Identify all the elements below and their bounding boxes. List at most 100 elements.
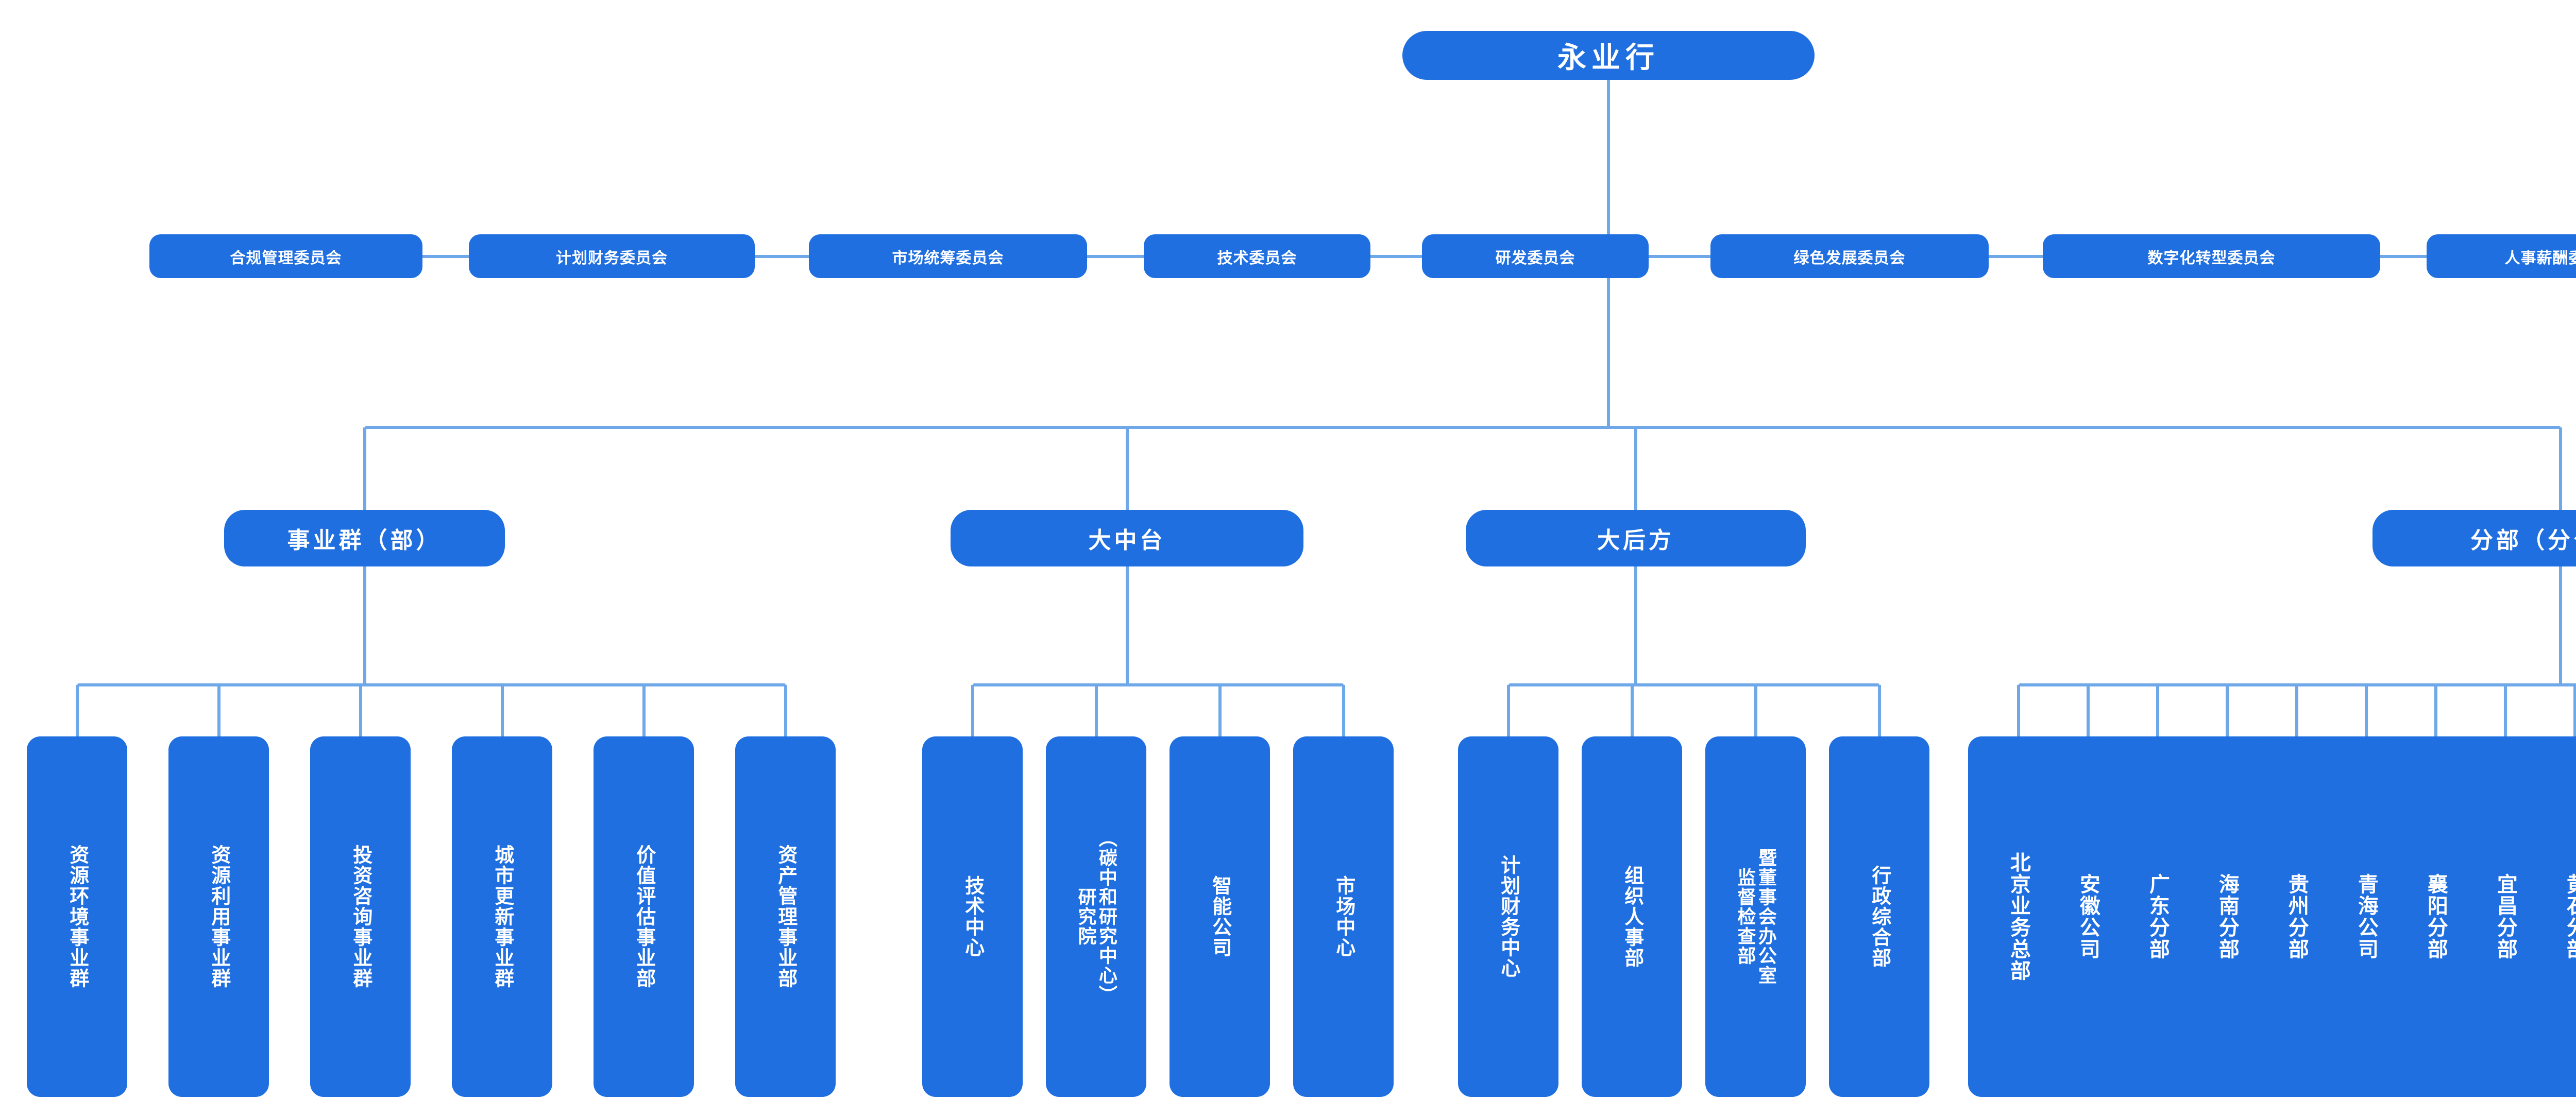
leaf-2-1[interactable]: 技术中心 [922,736,1023,1097]
leaf-bus-1 [77,683,786,686]
leaf-label: 资源利用事业群 [208,845,230,989]
leaf-drop-1-1 [75,685,79,736]
leaf-1-6[interactable]: 资产管理事业部 [735,736,836,1097]
leaf-drop-3-3 [1754,685,1757,736]
spine-committees-to-divisions [1607,278,1610,427]
leaf-2-4[interactable]: 市场中心 [1293,736,1394,1097]
committee-label: 人事薪酬委员会 [2504,249,2576,267]
leaf-3-2[interactable]: 组织人事部 [1582,736,1682,1097]
leaf-label: 投资咨询事业群 [349,845,371,989]
committee-3[interactable]: 市场统筹委员会 [809,234,1087,278]
leaf-drop-4-6 [2364,685,2368,736]
committee-4[interactable]: 技术委员会 [1144,234,1370,278]
division-stem-2 [1125,566,1129,685]
committee-label: 计划财务委员会 [556,249,668,267]
leaf-drop-4-5 [2295,685,2298,736]
leaf-drop-2-2 [1094,685,1098,736]
division-2[interactable]: 大中台 [951,510,1303,566]
division-1[interactable]: 事业群（部） [224,510,505,566]
leaf-1-3[interactable]: 投资咨询事业群 [310,736,411,1097]
leaf-1-5[interactable]: 价值评估事业部 [594,736,694,1097]
committee-link-3 [1087,254,1144,258]
leaf-label: 技术中心 [961,875,984,958]
root-node-label: 永业行 [1557,41,1659,74]
committee-1[interactable]: 合规管理委员会 [149,234,422,278]
leaf-drop-4-4 [2225,685,2229,736]
committee-label: 合规管理委员会 [230,249,342,267]
committee-5[interactable]: 研发委员会 [1422,234,1649,278]
leaf-label: 资源环境事业群 [66,845,88,989]
leaf-drop-4-3 [2156,685,2159,736]
committee-link-4 [1370,254,1422,258]
root-node-yongyehang[interactable]: 永业行 [1402,31,1815,80]
leaf-drop-4-7 [2434,685,2437,736]
leaf-drop-1-4 [500,685,504,736]
leaf-2-2[interactable]: （碳中和研究中心）研究院 [1046,736,1146,1097]
leaf-two-column: （碳中和研究中心）研究院 [1075,736,1117,1097]
leaf-label: 城市更新事业群 [491,845,513,989]
leaf-drop-2-3 [1218,685,1222,736]
leaf-drop-2-1 [971,685,974,736]
leaf-drop-4-1 [2016,685,2020,736]
division-label: 大后方 [1597,528,1674,553]
division-4[interactable]: 分部（分公司） [2372,510,2576,566]
committee-label: 数字化转型委员会 [2147,249,2276,267]
leaf-label: 黄石分部 [2563,873,2576,960]
leaf-drop-2-4 [1342,685,1345,736]
division-bus [364,426,2561,429]
committee-7[interactable]: 数字化转型委员会 [2043,234,2380,278]
committee-link-1 [422,254,469,258]
committee-label: 技术委员会 [1217,249,1297,267]
division-label: 大中台 [1088,528,1166,553]
division-label: 事业群（部） [287,528,442,553]
division-stem-1 [363,566,366,685]
leaf-bus-3 [1508,683,1879,686]
committee-link-5 [1649,254,1710,258]
spine-root-to-committees [1607,80,1610,234]
division-label: 分部（分公司） [2470,528,2576,553]
division-stem-4 [2559,566,2562,685]
leaf-label: 智能公司 [1209,875,1231,958]
leaf-1-4[interactable]: 城市更新事业群 [452,736,552,1097]
committee-6[interactable]: 绿色发展委员会 [1710,234,1989,278]
leaf-3-4[interactable]: 行政综合部 [1829,736,1929,1097]
division-3[interactable]: 大后方 [1466,510,1806,566]
leaf-label: 广东分部 [2146,873,2169,960]
leaf-drop-1-6 [784,685,787,736]
leaf-label: 安徽公司 [2076,873,2099,960]
leaf-label: 组织人事部 [1621,865,1643,968]
leaf-1-1[interactable]: 资源环境事业群 [27,736,127,1097]
leaf-drop-1-3 [359,685,362,736]
leaf-3-3[interactable]: 暨董事会办公室监督检查部 [1705,736,1806,1097]
leaf-label: 青海公司 [2354,873,2378,960]
committee-label: 研发委员会 [1495,249,1575,267]
leaf-drop-3-2 [1630,685,1634,736]
committee-label: 市场统筹委员会 [892,249,1004,267]
committee-link-2 [755,254,809,258]
committee-link-7 [2380,254,2427,258]
committee-label: 绿色发展委员会 [1793,249,1906,267]
division-stem-3 [1634,566,1637,685]
leaf-drop-3-4 [1877,685,1881,736]
leaf-drop-4-8 [2503,685,2507,736]
leaf-drop-1-2 [217,685,221,736]
leaf-label: 市场中心 [1332,875,1354,958]
leaf-bus-2 [972,683,1344,686]
leaf-label: 计划财务中心 [1497,855,1519,978]
leaf-2-3[interactable]: 智能公司 [1170,736,1270,1097]
leaf-drop-4-9 [2573,685,2576,736]
committee-8[interactable]: 人事薪酬委员会 [2427,234,2576,278]
committee-link-6 [1989,254,2043,258]
leaf-column-main: 研究院 [1075,887,1097,946]
leaf-column-main: 监督检查部 [1735,868,1756,966]
leaf-drop-4-2 [2086,685,2090,736]
leaf-3-1[interactable]: 计划财务中心 [1458,736,1558,1097]
leaf-drop-1-5 [642,685,646,736]
committee-2[interactable]: 计划财务委员会 [469,234,755,278]
leaf-label: 贵州分部 [2285,873,2308,960]
leaf-column-sub: 暨董事会办公室 [1755,848,1777,985]
leaf-4-9[interactable]: 黄石分部 [2524,736,2576,1097]
leaf-1-2[interactable]: 资源利用事业群 [168,736,269,1097]
leaf-two-column: 暨董事会办公室监督检查部 [1735,736,1777,1097]
